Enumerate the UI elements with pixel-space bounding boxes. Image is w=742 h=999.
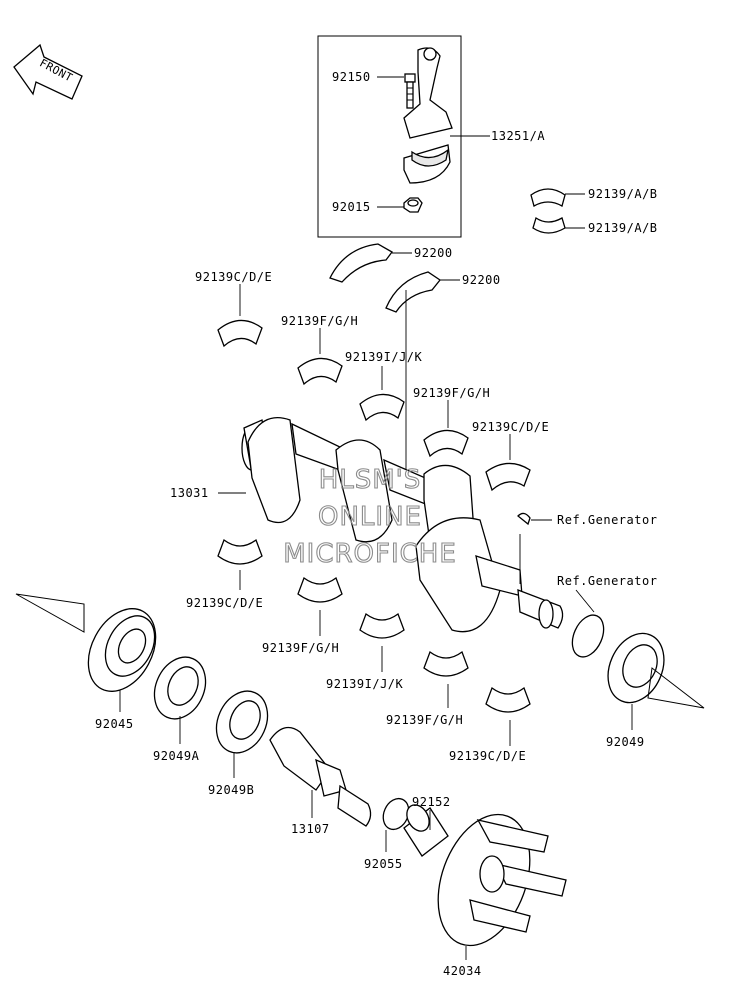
- label-92139fgh-1: 92139F/G/H: [281, 314, 358, 328]
- bearing-92139fgh-lower-1: [297, 576, 343, 603]
- bearing-92139cde-upper-2: [485, 462, 531, 492]
- bearing-92139cde-lower-2: [485, 686, 531, 713]
- snap-ring-ref-generator: [571, 614, 605, 658]
- connecting-rod: [403, 47, 453, 184]
- shaft-13107: [269, 726, 372, 827]
- label-92049: 92049: [606, 735, 645, 749]
- label-92200-2: 92200: [462, 273, 501, 287]
- oil-seal-92049a: [153, 656, 207, 720]
- label-92200-1: 92200: [414, 246, 453, 260]
- label-92139cde-3: 92139C/D/E: [186, 596, 263, 610]
- generator-key: [517, 512, 531, 526]
- bearing-92139fgh-upper-1: [297, 357, 343, 386]
- label-92150: 92150: [332, 70, 371, 84]
- direction-arrow-right: [647, 667, 705, 709]
- label-92045: 92045: [95, 717, 134, 731]
- label-92139ijk-1: 92139I/J/K: [345, 350, 423, 364]
- label-92049b: 92049B: [208, 783, 254, 797]
- label-42034: 42034: [443, 964, 482, 978]
- watermark-line-3: MICROFICHE: [283, 539, 457, 569]
- label-ref-generator-1: Ref.Generator: [557, 513, 657, 527]
- bearing-92139ab-lower: [532, 216, 566, 234]
- label-92139ijk-2: 92139I/J/K: [326, 677, 404, 691]
- watermark: HLSM'S ONLINE MICROFICHE: [283, 464, 457, 569]
- bearing-92139fgh-lower-2: [423, 650, 469, 677]
- front-arrow: FRONT: [13, 43, 83, 100]
- bearing-92139ab-upper: [530, 188, 566, 207]
- bearing-92139ijk-upper: [359, 393, 405, 422]
- bearing-92139cde-lower-1: [217, 538, 263, 565]
- bearing-92139cde-upper-1: [217, 319, 263, 348]
- direction-arrow-left: [15, 593, 85, 633]
- label-92015: 92015: [332, 200, 371, 214]
- label-13251a: 13251/A: [491, 129, 545, 143]
- label-13107: 13107: [291, 822, 330, 836]
- bearing-92139ijk-lower: [359, 612, 405, 639]
- label-ref-generator-2: Ref.Generator: [557, 574, 657, 588]
- thrust-washer-92200-upper: [329, 243, 393, 283]
- oil-seal-92049b: [215, 690, 269, 754]
- label-92139cde-1: 92139C/D/E: [195, 270, 272, 284]
- label-92139ab-1: 92139/A/B: [588, 187, 658, 201]
- connecting-rod-bolt: [404, 73, 416, 109]
- thrust-washer-92200-lower: [385, 271, 441, 313]
- watermark-line-1: HLSM'S: [319, 465, 422, 495]
- label-13031: 13031: [170, 486, 209, 500]
- watermark-line-2: ONLINE: [318, 502, 422, 532]
- bearing-92139fgh-upper-2: [423, 429, 469, 458]
- ball-bearing-92045: [87, 608, 157, 692]
- oil-seal-92049: [607, 632, 665, 704]
- label-92139ab-2: 92139/A/B: [588, 221, 658, 235]
- sleeve-92152: [403, 804, 449, 857]
- crankshaft: [241, 416, 564, 633]
- label-92139cde-4: 92139C/D/E: [449, 749, 526, 763]
- label-92055: 92055: [364, 857, 403, 871]
- connecting-rod-nut: [403, 197, 423, 213]
- label-92139fgh-3: 92139F/G/H: [262, 641, 339, 655]
- label-92139cde-2: 92139C/D/E: [472, 420, 549, 434]
- coupling-42034: [437, 813, 567, 947]
- leader-lines: [119, 76, 633, 960]
- label-92152: 92152: [412, 795, 451, 809]
- label-92049a: 92049A: [153, 749, 200, 763]
- connecting-rod-group-box: [317, 35, 462, 238]
- label-92139fgh-2: 92139F/G/H: [413, 386, 490, 400]
- label-92139fgh-4: 92139F/G/H: [386, 713, 463, 727]
